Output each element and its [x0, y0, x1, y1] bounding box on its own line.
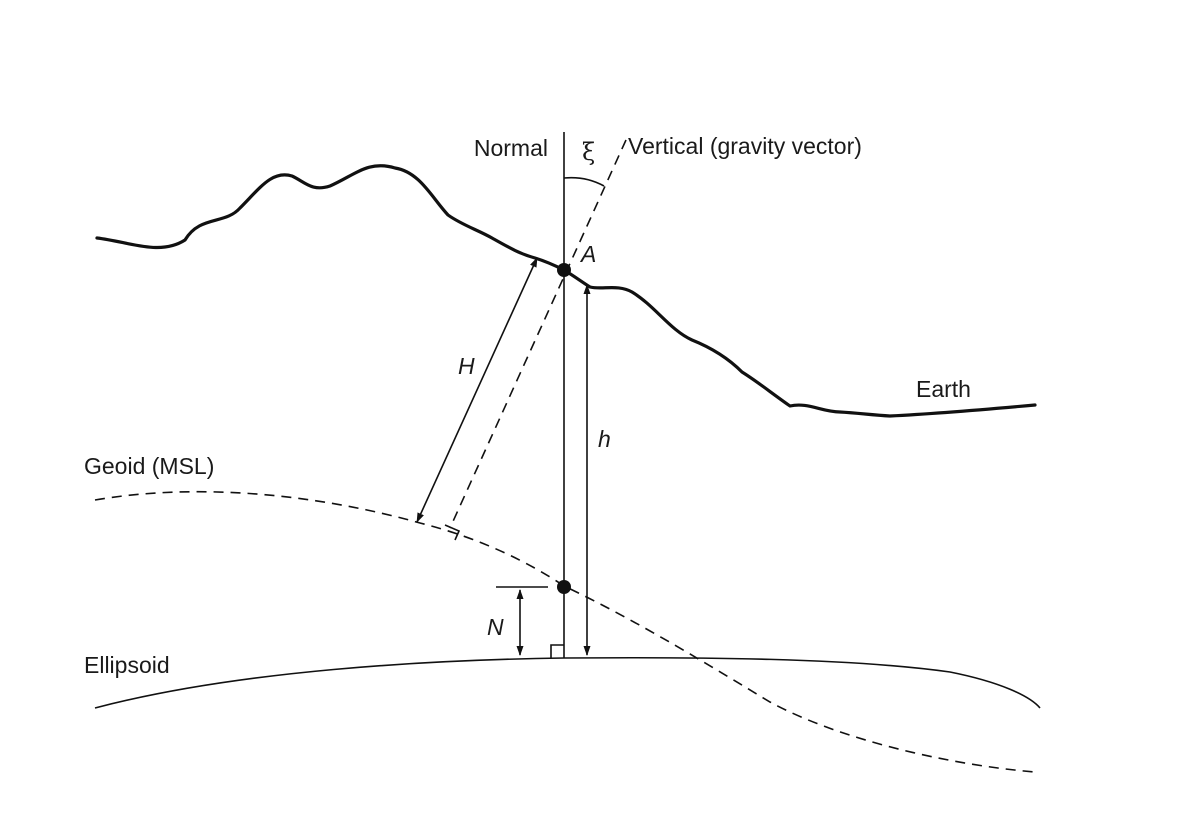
point-a-marker	[557, 263, 571, 277]
geoid-undulation-label: N	[487, 614, 504, 640]
right-angle-mark-geoid	[444, 524, 461, 541]
gravity-vertical-line	[449, 139, 627, 529]
xi-angle-label: ξ	[582, 138, 595, 166]
right-angle-mark-ellipsoid	[550, 644, 564, 658]
deflection-angle-arc	[563, 176, 605, 187]
earth-label: Earth	[916, 376, 971, 402]
geoid-curve	[94, 490, 1036, 773]
normal-label: Normal	[474, 135, 548, 161]
vertical-label: Vertical (gravity vector)	[628, 133, 862, 159]
geoid-point-marker	[557, 580, 571, 594]
point-a-label: A	[579, 241, 596, 267]
ellipsoidal-height-label: h	[598, 426, 611, 452]
orthometric-height-arrow	[416, 257, 538, 523]
ellipsoid-curve	[94, 656, 1041, 709]
orthometric-height-label: H	[458, 353, 475, 379]
geoid-label: Geoid (MSL)	[84, 453, 214, 479]
earth-surface-line	[95, 164, 1037, 418]
ellipsoid-label: Ellipsoid	[84, 652, 170, 678]
